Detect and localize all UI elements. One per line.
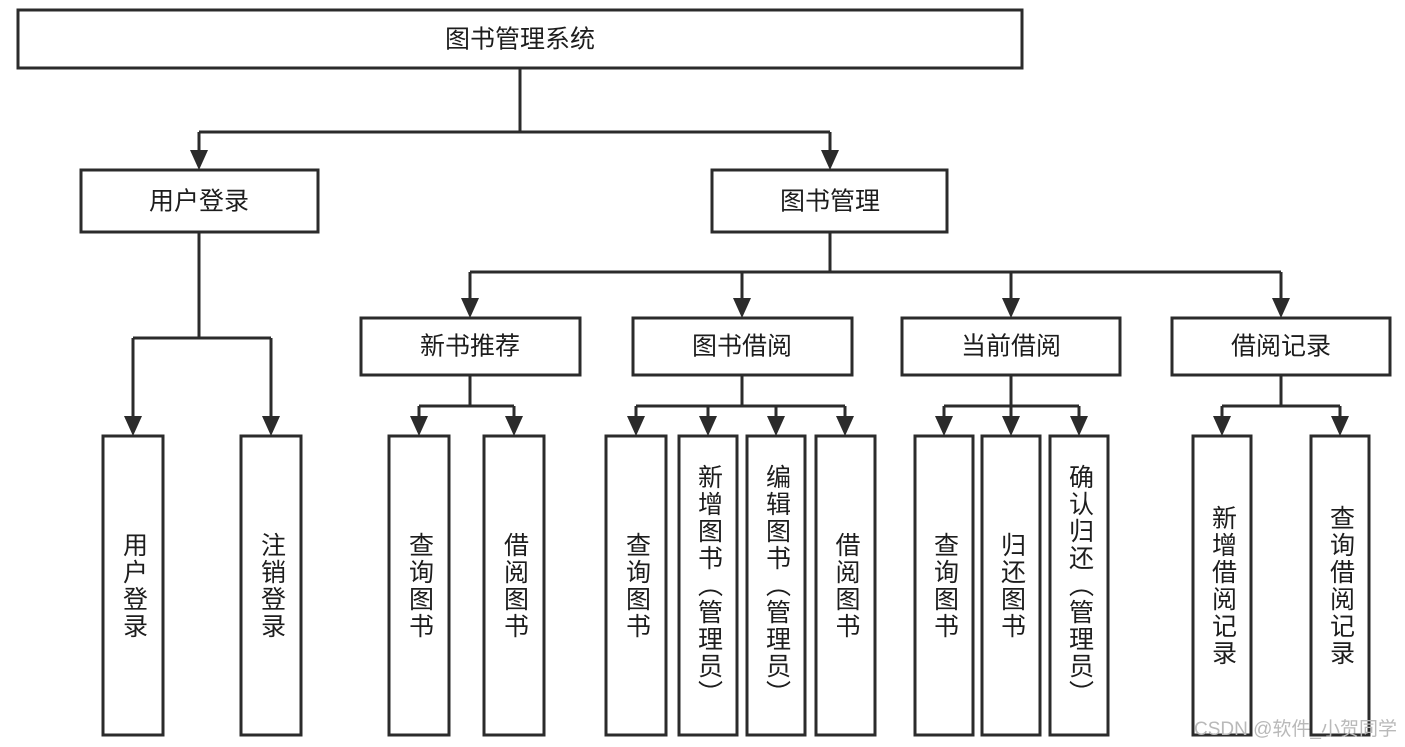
node-newbook-box[interactable] xyxy=(359,316,582,377)
arrowhead-leaf-2 xyxy=(262,416,280,436)
arrowhead-leaf-9 xyxy=(935,416,953,436)
arrowhead-records xyxy=(1272,298,1290,318)
node-login-label: 用户登录 xyxy=(149,188,249,216)
node-bookmgmt[interactable]: 图书管理 xyxy=(710,168,949,234)
watermark-text: CSDN @软件_小贺同学 xyxy=(1194,719,1397,740)
node-current-label: 当前借阅 xyxy=(961,333,1061,361)
arrowhead-leaf-1 xyxy=(124,416,142,436)
node-records-box[interactable] xyxy=(1170,316,1392,377)
node-current[interactable]: 当前借阅 xyxy=(900,316,1122,377)
arrowhead-newbook xyxy=(461,298,479,318)
arrowhead-leaf-10 xyxy=(1002,416,1020,436)
node-leaf-6-box[interactable] xyxy=(677,434,739,737)
arrowhead-borrow xyxy=(733,298,751,318)
node-root-label: 图书管理系统 xyxy=(445,26,595,54)
arrowhead-leaf-6 xyxy=(699,416,717,436)
node-newbook[interactable]: 新书推荐 xyxy=(359,316,582,377)
arrowhead-leaf-5 xyxy=(627,416,645,436)
node-leaf-12-box[interactable] xyxy=(1191,434,1253,737)
node-leaf-4-box[interactable] xyxy=(482,434,546,737)
connector-group xyxy=(124,68,1349,436)
node-login-box[interactable] xyxy=(79,168,320,234)
node-leaf-9-box[interactable] xyxy=(913,434,975,737)
node-borrow[interactable]: 图书借阅 xyxy=(631,316,854,377)
node-borrow-box[interactable] xyxy=(631,316,854,377)
arrowhead-leaf-3 xyxy=(410,416,428,436)
arrowhead-leaf-12 xyxy=(1213,416,1231,436)
node-records-label: 借阅记录 xyxy=(1231,333,1331,361)
node-records[interactable]: 借阅记录 xyxy=(1170,316,1392,377)
arrowhead-leaf-4 xyxy=(505,416,523,436)
node-newbook-label: 新书推荐 xyxy=(420,333,520,361)
node-leaf-8-box[interactable] xyxy=(814,434,877,737)
node-bookmgmt-box[interactable] xyxy=(710,168,949,234)
arrowhead-bookmgmt xyxy=(821,150,839,170)
arrowhead-leaf-11 xyxy=(1070,416,1088,436)
node-current-box[interactable] xyxy=(900,316,1122,377)
node-leaf-2-box[interactable] xyxy=(239,434,303,737)
node-leaf-3-box[interactable] xyxy=(387,434,451,737)
node-leaf-7-box[interactable] xyxy=(745,434,807,737)
node-login[interactable]: 用户登录 xyxy=(79,168,320,234)
node-root-box[interactable] xyxy=(16,8,1024,70)
node-leaf-11-box[interactable] xyxy=(1048,434,1110,737)
node-leaf-5-box[interactable] xyxy=(604,434,668,737)
arrowhead-login xyxy=(190,150,208,170)
arrowhead-leaf-8 xyxy=(836,416,854,436)
node-root[interactable]: 图书管理系统 xyxy=(16,8,1024,70)
node-borrow-label: 图书借阅 xyxy=(692,333,792,361)
node-bookmgmt-label: 图书管理 xyxy=(780,188,880,216)
arrowhead-leaf-13 xyxy=(1331,416,1349,436)
arrowhead-current xyxy=(1002,298,1020,318)
arrowhead-leaf-7 xyxy=(767,416,785,436)
node-leaf-13-box[interactable] xyxy=(1309,434,1371,737)
node-leaf-1-box[interactable] xyxy=(101,434,165,737)
node-leaf-10-box[interactable] xyxy=(980,434,1042,737)
